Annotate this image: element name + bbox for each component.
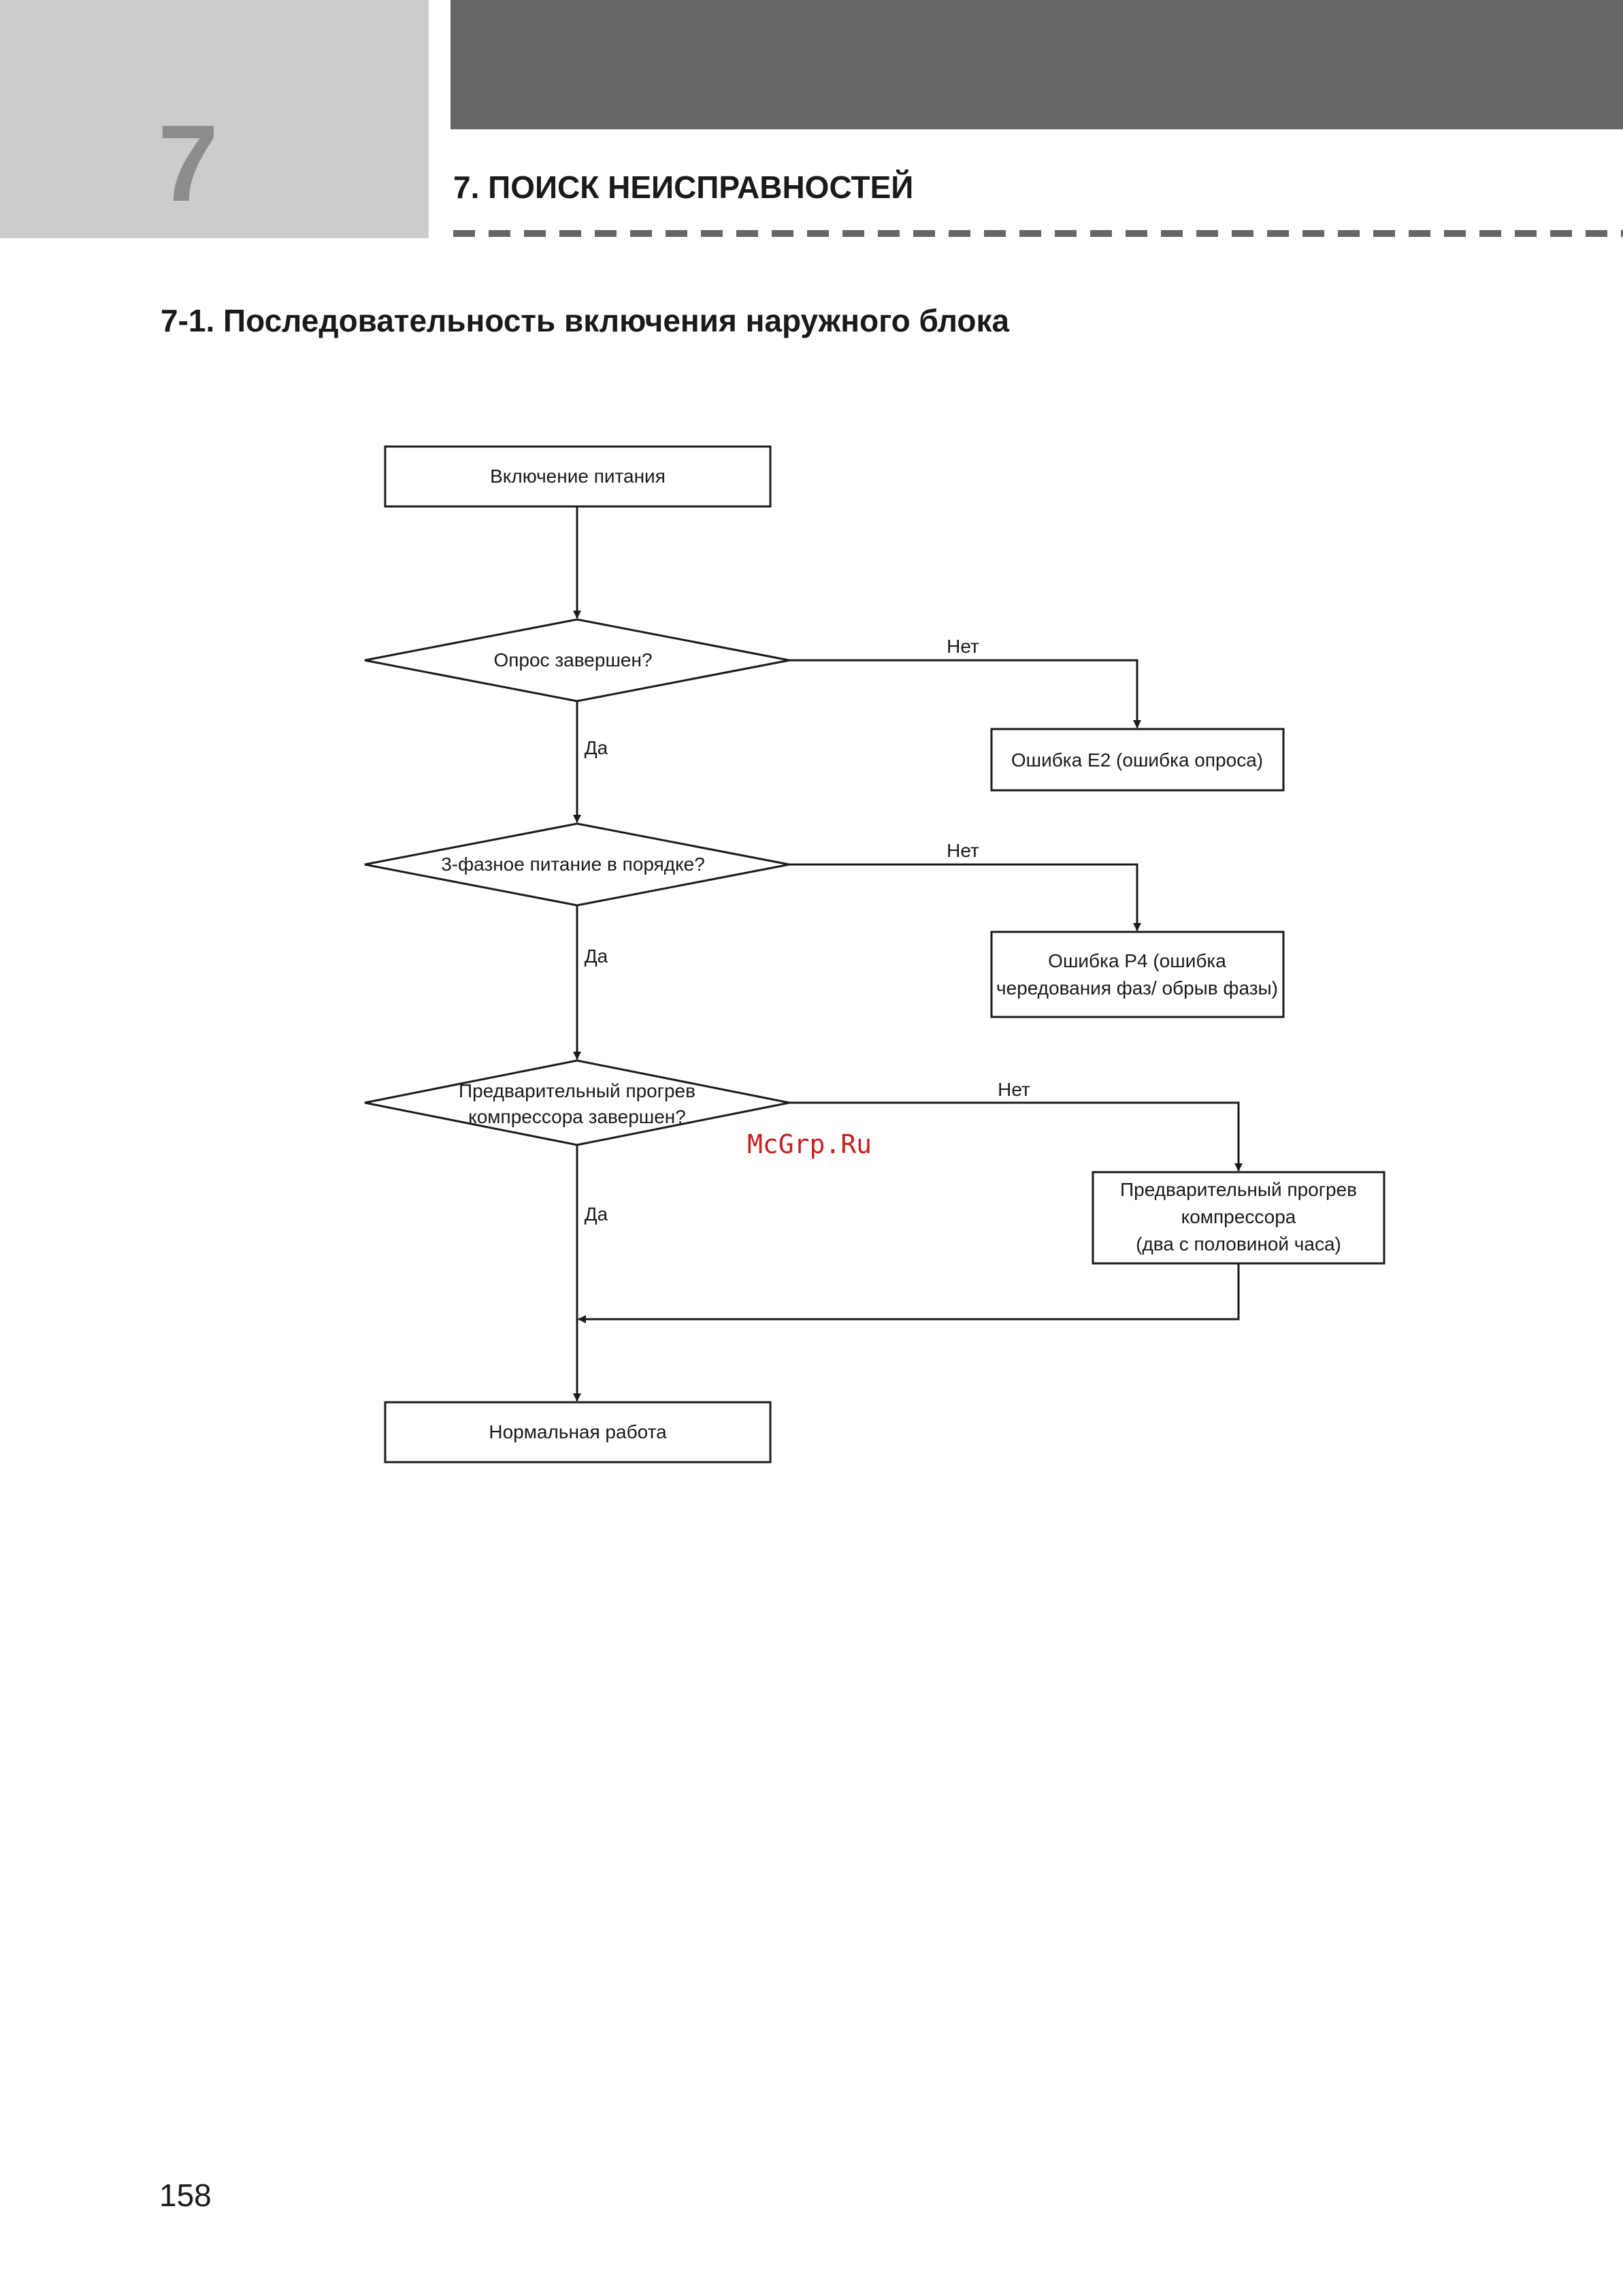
decision-3-yes-label: Да <box>585 1203 608 1225</box>
section-title: 7-1. Последовательность включения наружн… <box>161 303 1010 338</box>
connector-preheat-return <box>578 1263 1240 1323</box>
decision-2-label: 3-фазное питание в порядке? <box>441 854 705 875</box>
decision-1-yes-label: Да <box>585 737 608 758</box>
end-box-label: Нормальная работа <box>489 1421 667 1442</box>
decision-2-yes-label: Да <box>585 945 608 967</box>
decision-3-label-line-1: Предварительный прогрев <box>459 1080 695 1101</box>
preheat-label-line-3: (два с половиной часа) <box>1136 1233 1341 1255</box>
start-box-label: Включение питания <box>490 466 666 487</box>
decision-3-label-line-2: компрессора завершен? <box>468 1106 686 1127</box>
decision-3-diamond <box>364 1059 790 1146</box>
connector-decision-3-no <box>789 1101 1243 1171</box>
header-band <box>450 0 1623 129</box>
connector-decision-1-no <box>789 659 1141 728</box>
header-dashed-rule <box>453 230 1623 237</box>
error-2-label-line-1: Ошибка P4 (ошибка <box>1048 950 1226 971</box>
end-box <box>384 1401 772 1464</box>
watermark: McGrp.Ru <box>747 1129 872 1159</box>
page-number: 158 <box>159 2178 212 2213</box>
decision-1-no-label: Нет <box>947 636 979 657</box>
error-1-label: Ошибка E2 (ошибка опроса) <box>1011 749 1263 771</box>
chapter-number: 7 <box>158 102 218 224</box>
decision-1-label: Опрос завершен? <box>493 649 652 670</box>
decision-3-no-label: Нет <box>998 1079 1030 1100</box>
error-2-label-line-2: чередования фаз/ обрыв фазы) <box>996 977 1278 999</box>
chapter-title: 7. ПОИСК НЕИСПРАВНОСТЕЙ <box>453 169 914 205</box>
connector-decision-2-no <box>789 863 1141 931</box>
preheat-label-line-1: Предварительный прогрев <box>1120 1179 1357 1200</box>
chapter-tab <box>0 0 429 238</box>
error-1-box <box>990 728 1285 792</box>
error-2-box <box>990 931 1285 1018</box>
decision-2-no-label: Нет <box>947 840 979 861</box>
preheat-label-line-2: компрессора <box>1181 1206 1296 1227</box>
